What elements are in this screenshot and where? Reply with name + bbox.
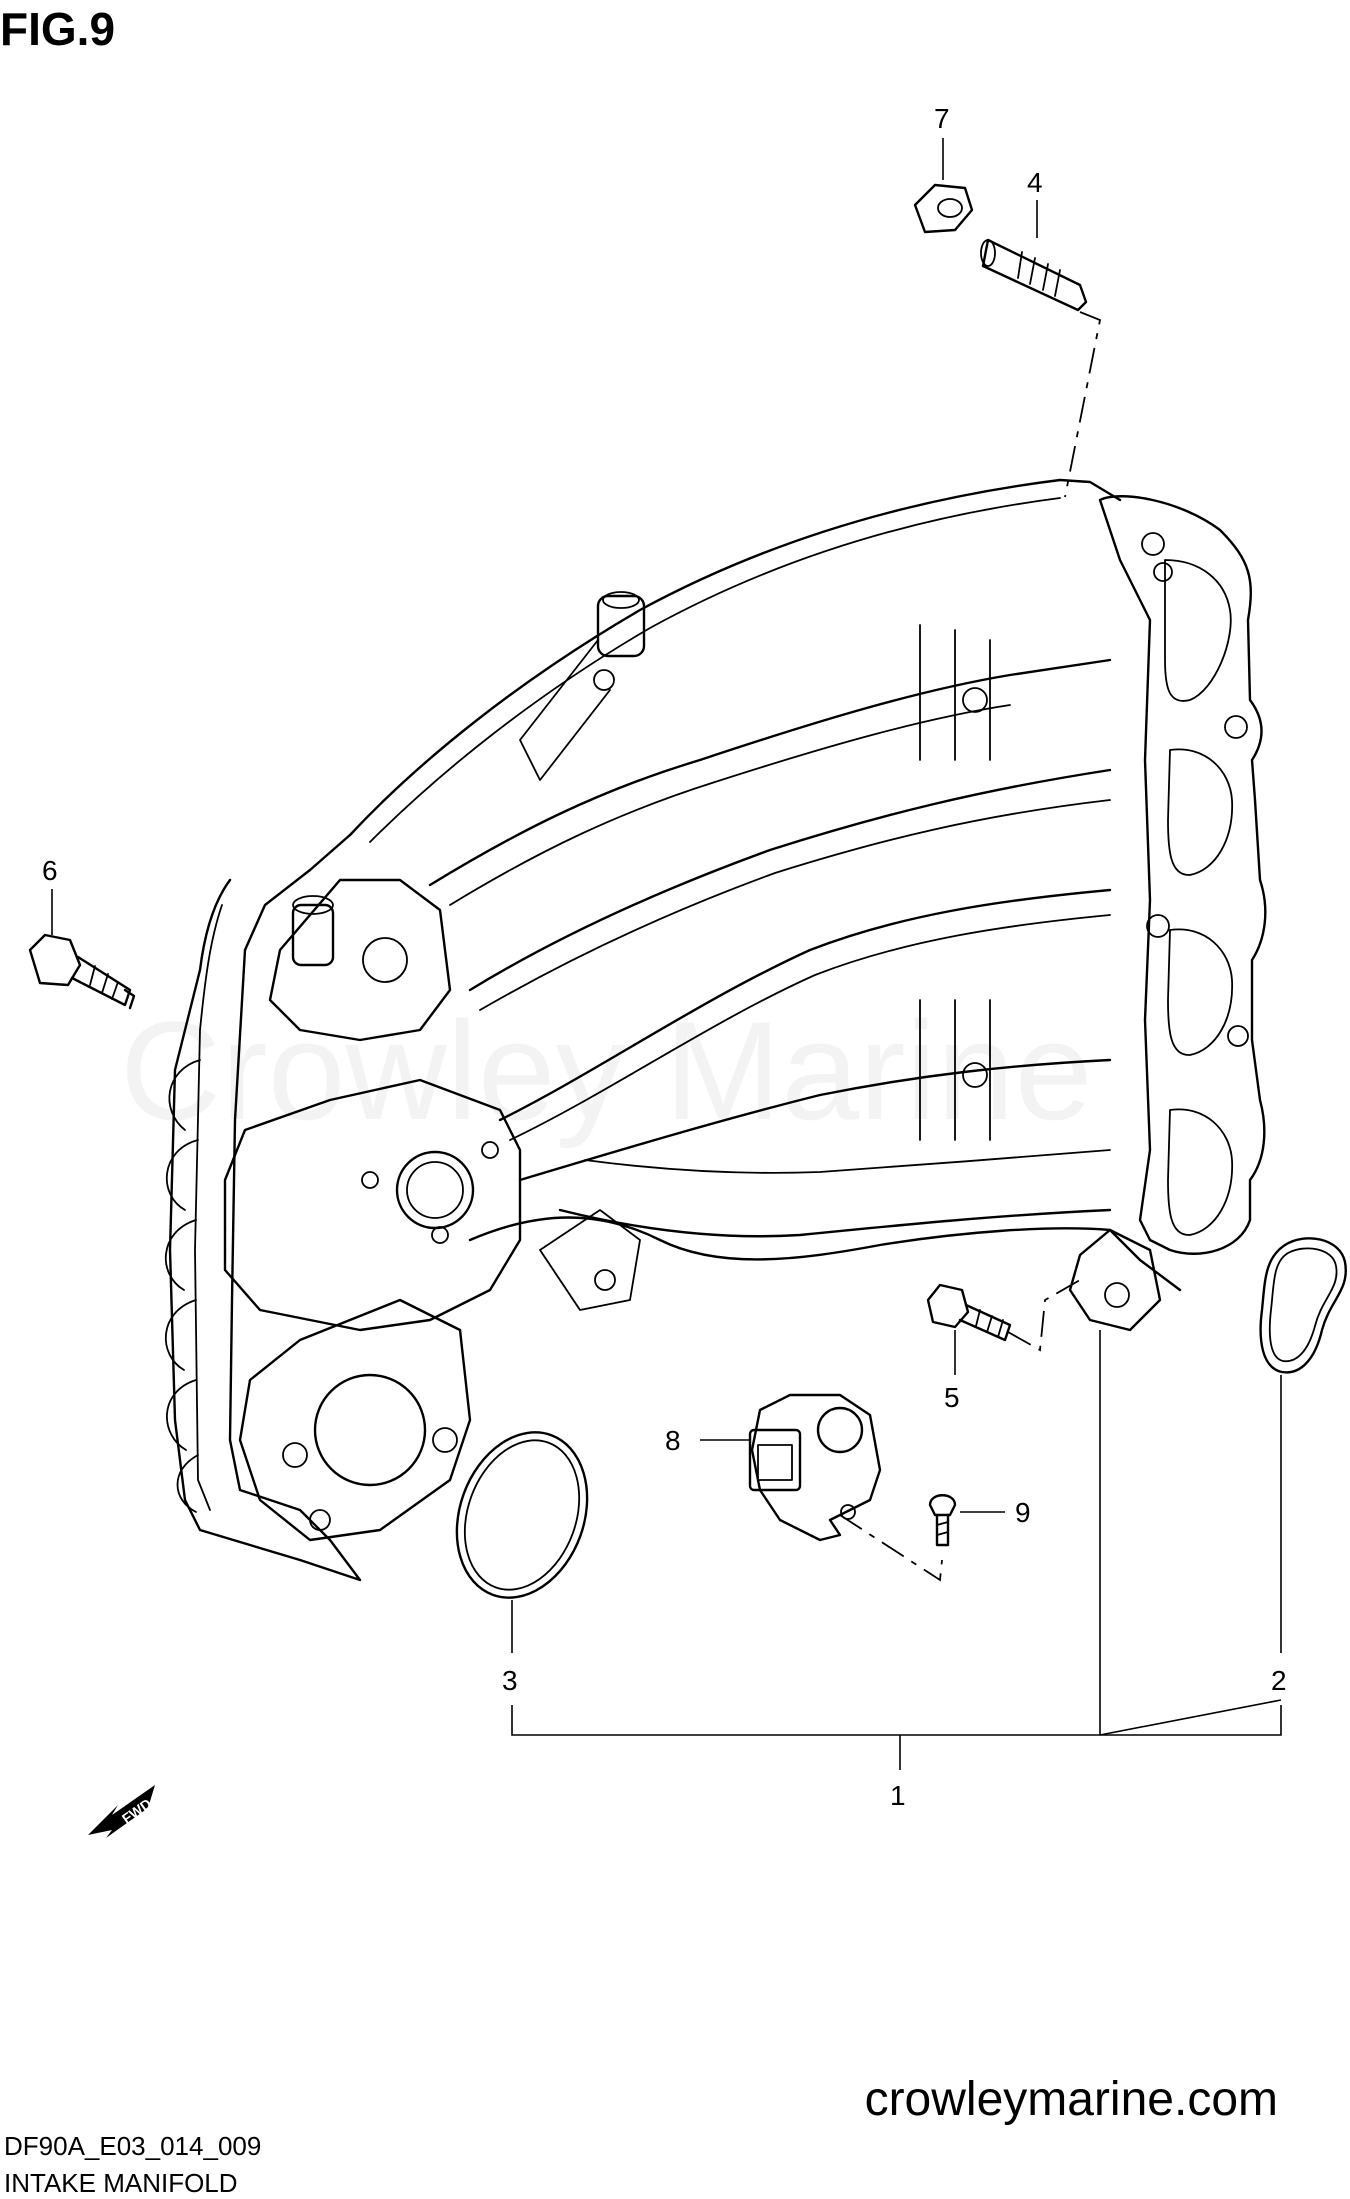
callout-6: 6	[42, 855, 58, 886]
callout-4: 4	[1027, 167, 1043, 198]
intake-manifold	[164, 478, 1267, 1582]
callout-3: 3	[502, 1665, 518, 1696]
website-label: crowleymarine.com	[864, 2073, 1278, 2126]
callout-2: 2	[1271, 1665, 1287, 1696]
callout-1: 1	[890, 1780, 906, 1811]
part-4-stud	[980, 238, 1088, 312]
part-8-sensor	[748, 1393, 882, 1542]
diagram-caption: INTAKE MANIFOLD	[4, 2168, 238, 2198]
part-3-o-ring	[455, 1431, 589, 1599]
part-7-nut	[913, 183, 974, 234]
part-5-bolt	[926, 1283, 1012, 1342]
part-6-bolt	[28, 933, 136, 1010]
part-9-screw	[928, 1494, 957, 1547]
watermark: Crowley Marine	[120, 990, 1092, 1152]
callout-5: 5	[944, 1382, 960, 1413]
fwd-arrow-icon: FWD	[88, 1785, 155, 1838]
part-2-gasket	[1259, 1237, 1347, 1374]
callout-9: 9	[1015, 1497, 1031, 1528]
callout-8: 8	[665, 1425, 681, 1456]
diagram-code: DF90A_E03_014_009	[4, 2131, 262, 2161]
leader-lines	[51, 138, 1282, 1770]
figure-title: FIG.9	[0, 3, 116, 55]
callout-7: 7	[934, 103, 950, 134]
